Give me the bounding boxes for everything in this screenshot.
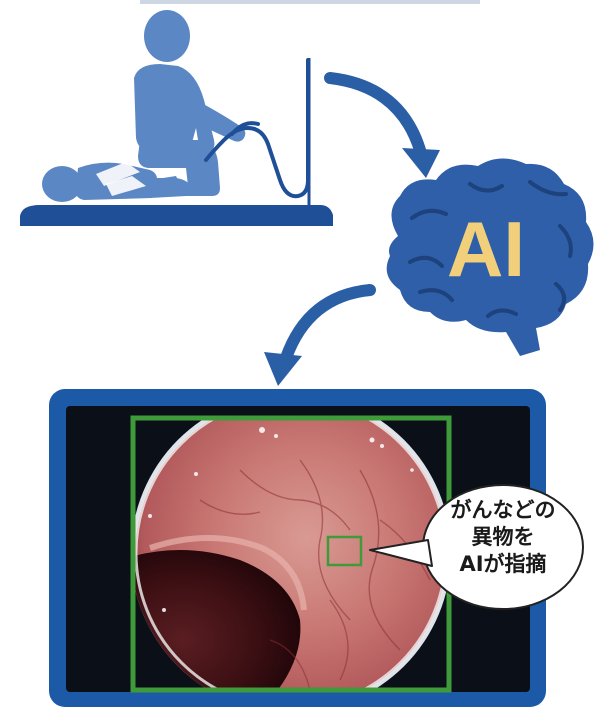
callout-text: がんなどの 異物を AIが指摘: [424, 497, 582, 578]
bed-platform: [20, 205, 333, 226]
brain-icon: AI: [387, 158, 594, 356]
callout-line: がんなどの: [424, 497, 582, 524]
arrow-to-monitor-icon: [264, 290, 370, 386]
callout-line: AIが指摘: [424, 551, 582, 578]
callout-line: 異物を: [424, 524, 582, 551]
person-icon: [134, 10, 245, 196]
header-strip: [140, 0, 480, 4]
arrow-to-ai-icon: [330, 78, 440, 178]
ai-label: AI: [447, 205, 525, 293]
